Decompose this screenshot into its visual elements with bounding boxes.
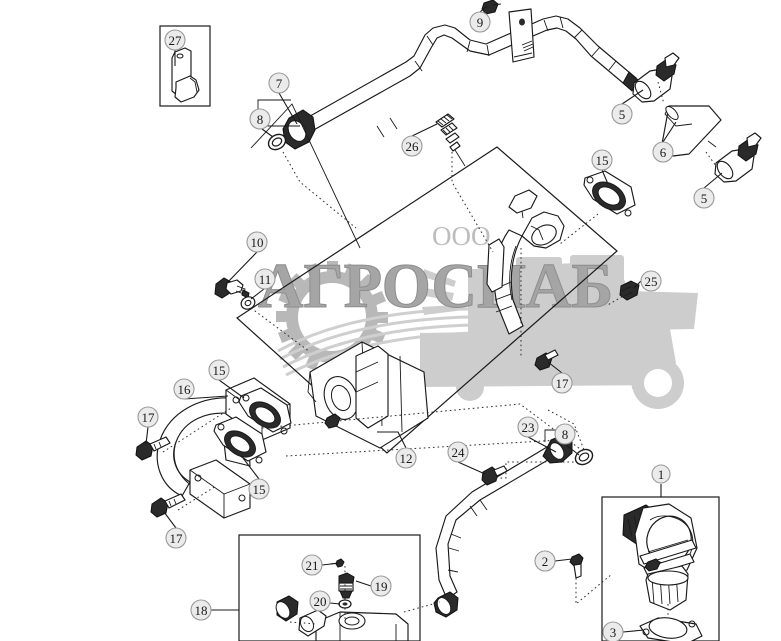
callout-bolt-to-valve[interactable]: 2	[534, 550, 556, 572]
callout-clamp-clip[interactable]: 25	[640, 270, 662, 292]
part-17-bolt-elbow-upper	[135, 436, 171, 461]
callout-circle	[602, 621, 624, 641]
callout-gasket-upper-left[interactable]: 15	[208, 359, 230, 381]
part-25-clamp-clip	[619, 280, 640, 301]
callout-circle	[268, 72, 290, 94]
callout-seal-ring-lower[interactable]: 8	[554, 423, 576, 445]
callout-hose-fitting-lower[interactable]: 5	[693, 187, 715, 209]
watermark-company-name: АГРОСНАБ	[258, 251, 613, 321]
callout-circle	[469, 11, 491, 33]
callout-circle	[693, 187, 715, 209]
callout-hose-fitting-upper[interactable]: 5	[611, 103, 633, 125]
callout-circle	[309, 590, 331, 612]
part-9-bracket-bolt	[481, 0, 502, 15]
callout-bolt-elbow-upper[interactable]: 17	[137, 406, 159, 428]
part-27-clip-bracket	[171, 47, 200, 103]
part-19-sensor-fitting	[338, 572, 355, 599]
part-centre-elbow	[486, 189, 565, 335]
callout-circle	[534, 550, 556, 572]
callout-circle	[190, 599, 212, 621]
callout-circle	[652, 141, 674, 163]
callout-circle	[254, 268, 276, 290]
part-2-bolt-to-valve	[569, 553, 584, 579]
callout-circle	[173, 378, 195, 400]
combine-harvester-icon	[420, 255, 698, 409]
callout-lower-egr-tube[interactable]: 23	[517, 416, 539, 438]
part-11-washer	[240, 296, 256, 310]
watermark-company-form: ООО	[432, 221, 491, 251]
callout-bubbles: 1235567889101112151515161717171819202123…	[137, 11, 715, 641]
callout-sensor-fitting[interactable]: 19	[370, 575, 392, 597]
callout-venturi-assembly-box[interactable]: 18	[190, 599, 212, 621]
callout-circle	[164, 29, 186, 51]
part-26-temperature-sensor	[435, 113, 466, 167]
part-5-fitting-upper	[632, 52, 680, 103]
callout-washer-small[interactable]: 20	[309, 590, 331, 612]
callout-circle	[517, 416, 539, 438]
callout-hose-tube[interactable]: 6	[652, 141, 674, 163]
callout-gasket-upper-right[interactable]: 15	[591, 149, 613, 171]
part-15-gasket-lower-left	[213, 416, 267, 464]
callout-seal-ring-left[interactable]: 8	[249, 108, 271, 130]
callout-stud[interactable]: 21	[301, 554, 323, 576]
part-15-gasket-upper-left	[238, 387, 292, 435]
callout-circle	[554, 423, 576, 445]
part-bracket-tab	[508, 8, 535, 63]
assembly-dashed-lines	[162, 81, 717, 625]
inset-box-27	[159, 25, 211, 107]
callout-cooler-assembly[interactable]: 12	[395, 447, 417, 469]
callout-egr-valve-assembly-box[interactable]: 1	[651, 464, 671, 484]
callout-circle	[137, 406, 159, 428]
part-8-seal-ring-left	[267, 133, 287, 151]
inset-box-1	[601, 496, 720, 641]
callout-circle	[591, 149, 613, 171]
inset-box-18	[238, 534, 421, 641]
callout-elbow-pipe[interactable]: 16	[173, 378, 195, 400]
part-18-venturi-body	[298, 609, 409, 641]
callout-circle	[248, 478, 270, 500]
callout-clip-bracket-box[interactable]: 27	[164, 29, 186, 51]
part-12-cooler-assembly	[236, 146, 618, 454]
callout-bolt-centre[interactable]: 17	[551, 372, 573, 394]
part-18-neck-cap	[275, 595, 299, 622]
callout-circle	[447, 441, 469, 463]
part-15-gasket-upper-right	[583, 170, 636, 217]
callout-circle	[551, 372, 573, 394]
part-1-egr-valve	[622, 503, 698, 611]
callout-circle	[246, 231, 268, 253]
callout-circle	[208, 359, 230, 381]
callout-washer[interactable]: 11	[254, 268, 276, 290]
callout-circle	[301, 554, 323, 576]
callout-valve-gasket[interactable]: 3	[602, 621, 624, 641]
callout-bracket-bolt[interactable]: 9	[469, 11, 491, 33]
part-24-bolt-lower-tube	[481, 465, 508, 486]
part-10-fitting-bolt	[214, 277, 250, 299]
callout-leaders	[145, 5, 723, 633]
callout-circle	[370, 575, 392, 597]
part-5-fitting-lower	[714, 132, 762, 183]
callout-circle	[651, 464, 671, 484]
callout-circle	[640, 270, 662, 292]
callout-fitting-bolt[interactable]: 10	[246, 231, 268, 253]
part-17-bolt-centre	[534, 349, 559, 371]
callout-circle	[249, 108, 271, 130]
callout-circle	[395, 447, 417, 469]
callout-gasket-lower-left[interactable]: 15	[248, 478, 270, 500]
callout-circle	[165, 527, 187, 549]
callout-bolt-elbow-lower[interactable]: 17	[165, 527, 187, 549]
callout-temperature-sensor[interactable]: 26	[401, 135, 423, 157]
callout-circle	[401, 135, 423, 157]
callout-bolt-lower-tube[interactable]: 24	[447, 441, 469, 463]
part-23-lower-egr-tube	[433, 434, 573, 618]
part-8-seal-ring-lower	[574, 448, 594, 466]
part-7-long-egr-tube	[282, 15, 639, 150]
callout-long-egr-tube[interactable]: 7	[268, 72, 290, 94]
part-20-washer-small	[338, 599, 352, 609]
part-17-bolt-elbow-lower	[150, 493, 186, 518]
part-3-valve-gasket	[639, 617, 703, 641]
callout-circle	[611, 103, 633, 125]
